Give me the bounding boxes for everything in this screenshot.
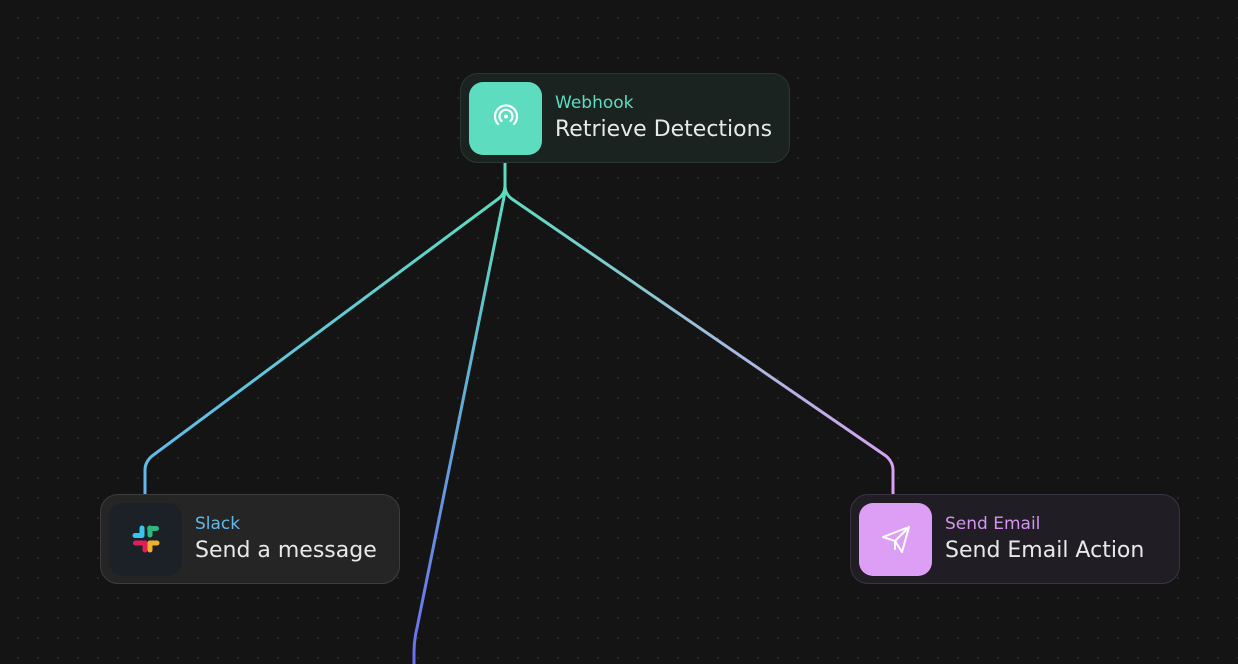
node-title: Send Email Action [945,538,1145,563]
node-type-label: Webhook [555,93,634,113]
node-type-label: Send Email [945,514,1041,534]
broadcast-icon [493,104,518,126]
edge-webhook-slack[interactable] [143,158,507,497]
node-send-email[interactable]: Send Email Send Email Action [850,494,1180,584]
node-slack[interactable]: Slack Send a message [100,494,400,584]
node-title: Send a message [195,538,377,563]
edge-webhook-email[interactable] [503,184,895,497]
node-title: Retrieve Detections [555,117,773,142]
slack-icon-box [109,502,182,576]
webhook-icon-box [469,81,542,155]
email-icon-box [859,502,932,576]
node-webhook[interactable]: Webhook Retrieve Detections [460,73,790,163]
node-type-label: Slack [195,514,241,534]
slack-logo-icon [132,525,159,553]
edge-webhook-down[interactable] [412,184,507,664]
paper-plane-icon [881,526,910,553]
